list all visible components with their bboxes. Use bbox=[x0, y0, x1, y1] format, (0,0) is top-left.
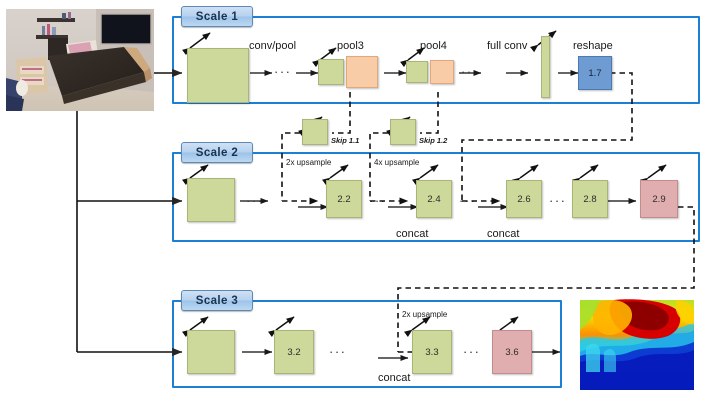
scale-3-title: Scale 3 bbox=[195, 294, 239, 307]
label-concat-b: concat bbox=[487, 228, 520, 240]
scale2-block-2-2: 2.2 bbox=[326, 180, 362, 218]
scale1-input-map bbox=[187, 48, 249, 103]
scale1-pool3-block bbox=[346, 56, 378, 88]
scale1-pool4-block bbox=[430, 60, 454, 84]
scale2-input-map bbox=[187, 178, 235, 222]
scale2-arrows bbox=[240, 197, 637, 211]
input-image bbox=[6, 9, 154, 111]
label-concat-c: concat bbox=[378, 372, 411, 384]
scale-3-title-chip: Scale 3 bbox=[181, 290, 253, 311]
skip-1-2-label: Skip 1.2 bbox=[419, 136, 448, 145]
scale-1-title: Scale 1 bbox=[195, 10, 239, 23]
scale2-block-2-2-value: 2.2 bbox=[337, 193, 351, 205]
scale-2-title: Scale 2 bbox=[195, 146, 239, 159]
label-full-conv: full conv bbox=[487, 40, 528, 52]
scale-3-frame bbox=[172, 300, 562, 388]
scale3-block-3-6: 3.6 bbox=[492, 330, 532, 374]
scale-2-title-chip: Scale 2 bbox=[181, 142, 253, 163]
scale2-ellipsis-2: ··· bbox=[369, 193, 387, 208]
scale3-ellipsis-1: ··· bbox=[329, 344, 347, 359]
scale1-ellipsis-2: ··· bbox=[461, 64, 479, 79]
skip-1-1-map bbox=[302, 119, 328, 145]
scale2-block-2-4-value: 2.4 bbox=[427, 193, 441, 205]
scale2-block-2-9: 2.9 bbox=[640, 180, 678, 218]
scale3-block-3-2-value: 3.2 bbox=[287, 346, 301, 358]
label-2x-upsample-a: 2x upsample bbox=[286, 158, 332, 167]
skip-1-1-label: Skip 1.1 bbox=[331, 136, 360, 145]
scale1-full-conv-strip bbox=[541, 36, 550, 98]
scale3-block-3-2: 3.2 bbox=[274, 330, 314, 374]
input-distribution-tree bbox=[76, 68, 183, 357]
scale2-block-2-8: 2.8 bbox=[572, 180, 608, 218]
scale3-block-3-3: 3.3 bbox=[412, 330, 452, 374]
scale1-reshape-value: 1.7 bbox=[588, 67, 602, 79]
scale2-block-2-4: 2.4 bbox=[416, 180, 452, 218]
scale3-ellipsis-2: ··· bbox=[463, 344, 481, 359]
label-pool3: pool3 bbox=[337, 40, 364, 52]
scale1-pool4-map bbox=[406, 61, 428, 83]
scale2-ellipsis-4: ··· bbox=[549, 193, 567, 208]
scale-1-frame bbox=[172, 16, 700, 104]
scale3-block-3-3-value: 3.3 bbox=[425, 346, 439, 358]
scale3-arrows bbox=[242, 348, 561, 362]
skip-1-2-map bbox=[390, 119, 416, 145]
scale3-block-3-6-value: 3.6 bbox=[505, 346, 519, 358]
label-pool4: pool4 bbox=[420, 40, 447, 52]
label-conv-pool: conv/pool bbox=[249, 40, 297, 52]
receptive-size-arrows bbox=[181, 30, 667, 338]
scale1-reshape-block: 1.7 bbox=[578, 56, 612, 90]
label-reshape: reshape bbox=[573, 40, 613, 52]
scale2-block-2-6: 2.6 bbox=[506, 180, 542, 218]
scale3-input-map bbox=[187, 330, 235, 374]
scale2-block-2-9-value: 2.9 bbox=[652, 193, 666, 205]
scale-1-title-chip: Scale 1 bbox=[181, 6, 253, 27]
scale1-pool3-map bbox=[318, 59, 344, 85]
label-concat-a: concat bbox=[396, 228, 429, 240]
label-2x-upsample-b: 2x upsample bbox=[402, 310, 448, 319]
scale1-ellipsis-1: ··· bbox=[274, 64, 292, 79]
scale2-block-2-8-value: 2.8 bbox=[583, 193, 597, 205]
depth-map bbox=[580, 299, 694, 390]
scale2-block-2-6-value: 2.6 bbox=[517, 193, 531, 205]
label-4x-upsample: 4x upsample bbox=[374, 158, 420, 167]
